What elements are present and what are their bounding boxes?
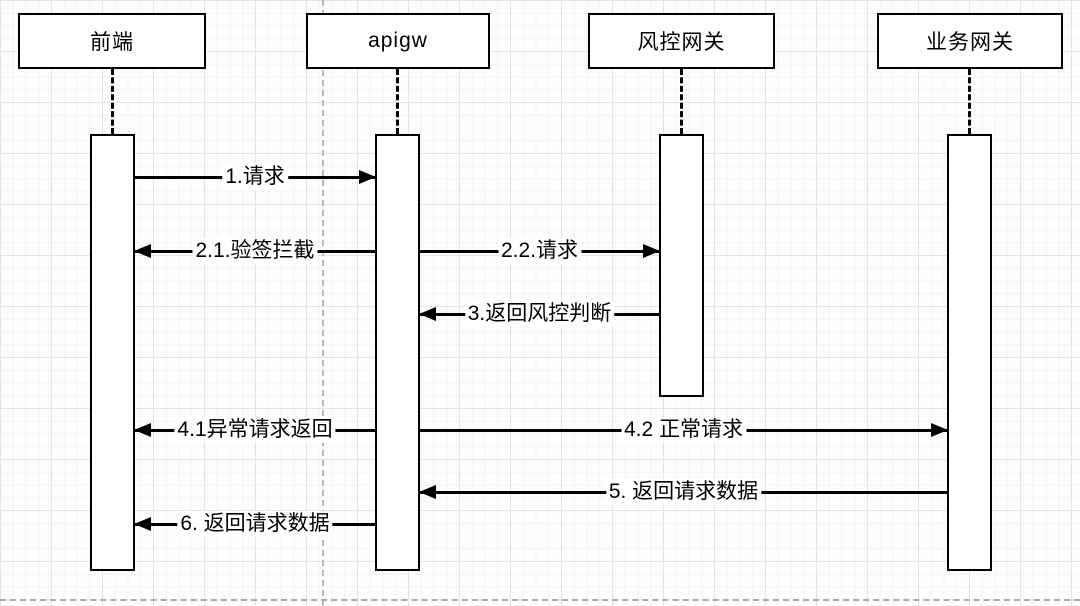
lifeline-risk-gateway [679, 69, 683, 134]
lifeline-apigw [396, 69, 399, 134]
message-label-3: 3.返回风控判断 [464, 300, 615, 328]
activation-bar-frontend [90, 134, 135, 571]
lifeline-business-gateway [967, 69, 971, 134]
arrow-left-icon [419, 307, 436, 321]
arrow-left-icon [134, 517, 151, 531]
participant-box-apigw: apigw [306, 13, 490, 69]
lifeline-frontend [110, 69, 114, 134]
message-label-2-2: 2.2.请求 [497, 237, 582, 265]
participant-box-risk-gateway: 风控网关 [588, 13, 775, 69]
message-label-2-1: 2.1.验签拦截 [192, 237, 318, 265]
page-border-horizontal-line [0, 599, 1080, 601]
arrow-right-icon [359, 170, 376, 184]
page-border-vertical-line [322, 0, 324, 606]
arrow-right-icon [643, 244, 660, 258]
arrow-left-icon [134, 244, 151, 258]
arrow-left-icon [419, 485, 436, 499]
arrow-left-icon [134, 423, 151, 437]
arrow-right-icon [931, 423, 948, 437]
message-label-6: 6. 返回请求数据 [177, 510, 333, 538]
activation-bar-apigw [375, 134, 420, 571]
activation-bar-business-gateway [947, 134, 992, 571]
participant-box-business-gateway: 业务网关 [877, 13, 1063, 69]
message-label-1: 1.请求 [222, 163, 288, 191]
message-label-4-1: 4.1异常请求返回 [174, 416, 336, 444]
message-label-4-2: 4.2 正常请求 [620, 416, 747, 444]
message-label-5: 5. 返回请求数据 [605, 478, 762, 506]
participant-box-frontend: 前端 [18, 13, 206, 69]
activation-bar-risk-gateway [659, 134, 704, 397]
